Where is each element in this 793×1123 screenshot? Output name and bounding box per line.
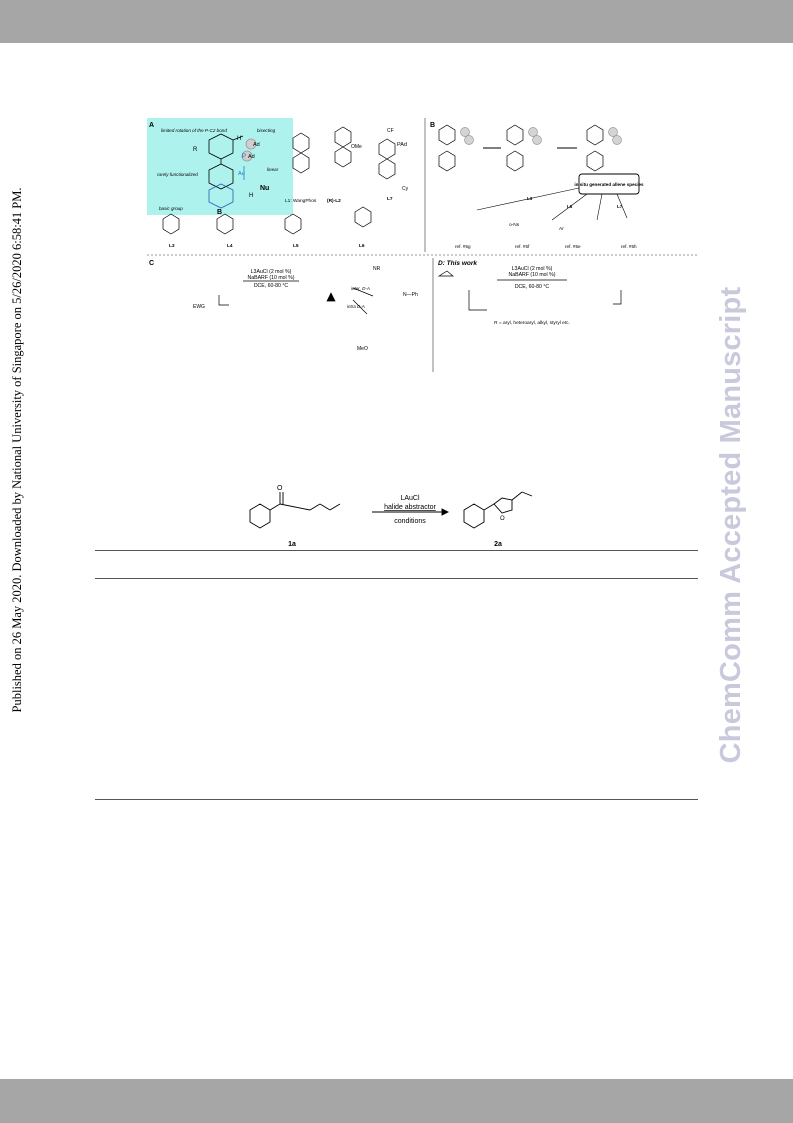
panel-a-label: A bbox=[149, 122, 154, 129]
ligand-l1: L1: WangPhos bbox=[285, 198, 317, 204]
panel-a-atom-h: H bbox=[237, 136, 241, 142]
ligand-l4: L4 bbox=[227, 243, 233, 249]
graphical-abstract-figure: A B C D: This work limited rotation of t… bbox=[147, 118, 697, 372]
panel-b-ref-5g: ref. #5g bbox=[455, 244, 471, 249]
panel-a-ligand-core bbox=[208, 133, 257, 209]
panel-b-ref-5h: ref. #5h bbox=[621, 244, 637, 249]
table-header-rule bbox=[95, 578, 698, 579]
panel-a-atom-p: P bbox=[242, 154, 246, 160]
panel-c-nr2: NR bbox=[373, 266, 381, 272]
publication-stamp: Published on 26 May 2020. Downloaded by … bbox=[10, 187, 24, 713]
accepted-manuscript-watermark: ChemComm Accepted Manuscript bbox=[715, 286, 747, 764]
panel-b-l3: L3 bbox=[527, 196, 533, 201]
substrate-oxygen: O bbox=[277, 485, 283, 492]
product-label: 2a bbox=[494, 541, 502, 548]
product-oxygen: O bbox=[500, 516, 505, 522]
ligand-l2: (R)-L2 bbox=[327, 198, 341, 204]
substrate-label: 1a bbox=[288, 541, 296, 548]
ligand-l2-ome: OMe bbox=[351, 144, 362, 150]
panel-c-arrows bbox=[218, 280, 374, 315]
reaction-scheme: O LAuCl halide abstractor conditions O 1… bbox=[249, 485, 533, 548]
panel-d-arrows bbox=[437, 270, 622, 311]
panel-b-complexes bbox=[438, 124, 622, 172]
panel-d-cond-3: DCE, 60-80 °C bbox=[515, 284, 550, 290]
panel-b-ar: Ar bbox=[559, 226, 564, 232]
panel-a-note-basic: basic group bbox=[159, 206, 183, 211]
panel-c-cond-2: NaBARF (10 mol %) bbox=[248, 275, 295, 281]
panel-d-scope: R = aryl, heteroaryl, alkyl, styryl etc. bbox=[494, 320, 570, 326]
ligand-l7-cf3: CF bbox=[387, 128, 394, 134]
panel-a-atom-b: B bbox=[217, 209, 222, 216]
panel-a-atom-r: R bbox=[193, 147, 198, 153]
panel-b-callout-box bbox=[578, 173, 640, 195]
reaction-arrow bbox=[372, 508, 450, 516]
footer-bar bbox=[0, 1079, 793, 1123]
panel-c-label: C bbox=[149, 260, 154, 267]
panel-c-intra: intra D-A bbox=[347, 304, 365, 309]
product-2a-structure bbox=[463, 491, 533, 529]
panel-d-cond-1: L3AuCl (2 mol %) bbox=[512, 266, 553, 272]
ligand-l5: L5 bbox=[293, 243, 299, 249]
ligand-l3: L3 bbox=[169, 243, 175, 249]
panel-b-arrows bbox=[476, 187, 628, 221]
table-top-rule bbox=[95, 550, 698, 551]
panel-b-l6a: L6 bbox=[567, 204, 573, 209]
panel-a-note-bisecting: bisecting bbox=[257, 128, 276, 133]
conditions-text: conditions bbox=[394, 518, 426, 525]
panel-b-ref-5f: ref. #5f bbox=[515, 244, 530, 249]
ligand-drawings bbox=[162, 126, 396, 235]
header-bar bbox=[0, 0, 793, 43]
panel-a-atom-h2: H bbox=[249, 193, 253, 199]
ligand-l6: L6 bbox=[359, 243, 365, 249]
ligand-l7: L7 bbox=[387, 196, 393, 202]
panel-b-ons: o-Ns bbox=[509, 222, 520, 228]
reagent-text: LAuCl bbox=[400, 495, 420, 502]
panel-b-ref-5e: ref. #5e bbox=[565, 244, 581, 249]
panel-c-ph: N—Ph bbox=[403, 292, 418, 298]
panel-a-note-rotation: limited rotation of the P-C2 bond bbox=[161, 128, 227, 133]
ligand-l7-pad2: PAd bbox=[397, 142, 407, 148]
ligand-l7-cy: Cy bbox=[402, 186, 409, 192]
panel-b-label: B bbox=[430, 122, 435, 129]
panel-d-cond-2: NaBARF (10 mol %) bbox=[509, 272, 556, 278]
panel-c-ewg: EWG bbox=[193, 304, 205, 310]
panel-c-cond-1: L3AuCl (2 mol %) bbox=[251, 269, 292, 275]
substrate-1a-structure bbox=[249, 492, 341, 529]
panel-b-callout: in situ generated allene species bbox=[574, 182, 644, 187]
panel-d-label: D: This work bbox=[438, 260, 477, 267]
table-bottom-rule bbox=[95, 799, 698, 800]
abstractor-text: halide abstractor bbox=[384, 504, 436, 511]
panel-c-cond-3: DCE, 60-80 °C bbox=[254, 283, 289, 289]
panel-a-atom-nu: Nu bbox=[260, 185, 269, 192]
panel-b-l7: L7 bbox=[617, 204, 623, 209]
panel-a-atom-au: Au bbox=[238, 171, 245, 177]
panel-c-meo2c: MeO bbox=[357, 346, 368, 352]
panel-a-note-linear: linear bbox=[267, 167, 279, 172]
panel-a-note-rarely: rarely functionalized bbox=[157, 172, 198, 177]
panel-a-ad1: Ad bbox=[253, 142, 260, 148]
panel-a-ad2: Ad bbox=[248, 154, 255, 160]
panel-c-inter: inter. D-A bbox=[351, 286, 370, 291]
